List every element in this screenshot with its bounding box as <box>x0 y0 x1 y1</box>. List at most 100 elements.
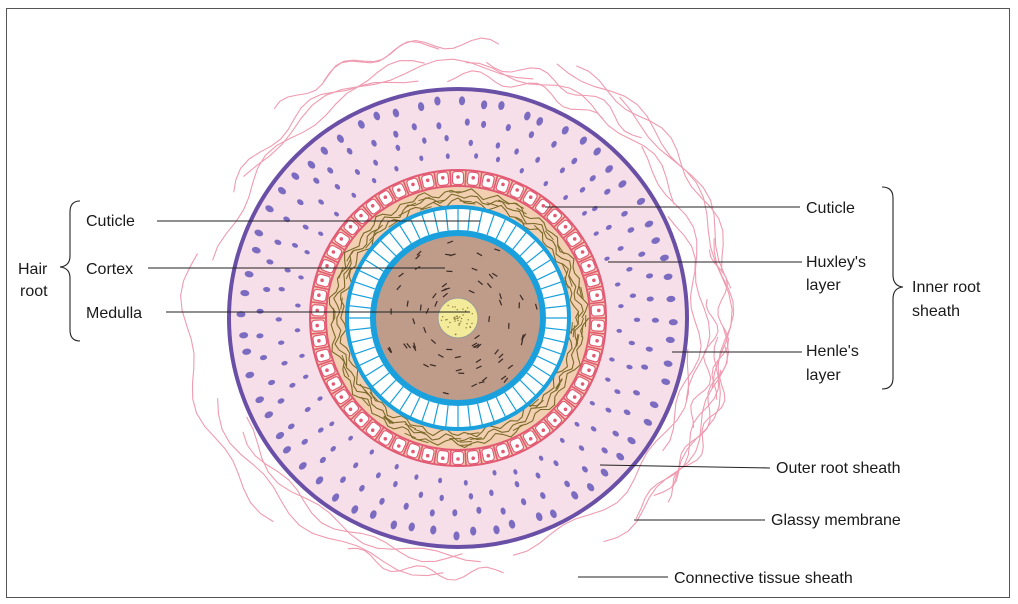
cuticle-cell-wall <box>526 248 545 264</box>
nucleus <box>295 303 301 308</box>
henle-cell-nucleus <box>370 204 375 208</box>
henle-cell-nucleus <box>397 444 401 448</box>
nucleus <box>379 497 385 505</box>
henle-cell-wall <box>310 331 327 335</box>
cuticle-cell-wall <box>519 379 537 397</box>
henle-cell-nucleus <box>592 353 596 358</box>
huxley-fiber <box>404 423 417 430</box>
henle-cell-nucleus <box>348 407 353 412</box>
nucleus <box>354 169 360 175</box>
nucleus <box>649 401 659 409</box>
nucleus <box>268 379 276 386</box>
huxley-fiber <box>516 207 527 215</box>
nucleus <box>340 476 346 483</box>
glassy-membrane <box>227 87 689 549</box>
connective-fiber <box>576 65 724 272</box>
outer-root-sheath-nuclei <box>236 96 678 541</box>
henle-cell-nucleus <box>563 407 568 412</box>
nucleus <box>638 251 646 257</box>
connective-fiber <box>512 348 689 556</box>
connective-fiber <box>243 58 534 178</box>
henle-cell-wall <box>519 186 529 202</box>
medulla-dot <box>466 323 468 325</box>
huxley-fiber <box>359 383 368 394</box>
nucleus <box>579 136 588 145</box>
cortex-dash <box>442 391 449 395</box>
inner-root-sheath-brace <box>881 186 904 390</box>
nucleus <box>621 210 628 217</box>
leader-lines <box>148 206 802 578</box>
cortex-dash <box>445 253 452 256</box>
cortex-dash <box>412 345 417 352</box>
nucleus <box>563 195 568 200</box>
medulla-dot <box>449 321 451 324</box>
henle-cell-wall <box>531 195 542 210</box>
henle-cell-wall <box>577 255 593 264</box>
cuticle-cell-wall <box>354 346 376 355</box>
cuticle-cell-wall <box>537 355 558 367</box>
huxley-fiber <box>338 266 344 279</box>
nucleus <box>315 476 324 485</box>
connective-fiber <box>672 238 735 487</box>
nucleus <box>263 286 271 293</box>
henle-cell-nucleus <box>501 182 505 187</box>
henle-cell-wall <box>323 255 339 264</box>
medulla-dot <box>455 315 457 317</box>
cuticle-cell-wall <box>421 214 430 236</box>
nucleus <box>436 122 442 130</box>
nucleus <box>551 140 557 148</box>
henle-cell-nucleus <box>595 339 599 343</box>
henle-cell-nucleus <box>359 418 363 423</box>
cortex-dash <box>419 304 422 311</box>
connective-fiber <box>323 37 500 82</box>
huxley-fiber <box>346 250 354 262</box>
nucleus <box>641 364 649 370</box>
henle-cell-wall <box>506 180 514 196</box>
henle-cell-nucleus <box>331 250 336 254</box>
henle-cell-wall <box>433 448 438 465</box>
nucleus <box>373 111 381 121</box>
nucleus <box>605 224 612 230</box>
nucleus <box>418 491 424 498</box>
nucleus <box>666 295 676 303</box>
nucleus <box>275 317 282 322</box>
nucleus <box>571 491 579 500</box>
nucleus <box>528 131 535 139</box>
cuticle-cell-wall <box>379 239 397 257</box>
nucleus <box>492 470 497 476</box>
nucleus <box>327 167 334 174</box>
cuticle-cell-wall <box>388 231 404 250</box>
nucleus <box>419 155 424 162</box>
label-huxley-line2: layer <box>806 277 841 294</box>
cortex-dash <box>477 280 483 286</box>
nucleus <box>536 117 544 126</box>
nucleus <box>464 118 470 126</box>
nucleus <box>445 153 450 159</box>
nucleus <box>651 237 661 244</box>
huxley-fiber <box>463 202 476 205</box>
nucleus <box>422 137 427 144</box>
nucleus <box>277 398 285 404</box>
medulla-dot <box>462 314 464 316</box>
label-inner-root-sheath-line1: Inner root <box>912 279 981 296</box>
cuticle-cell-wall <box>540 281 562 290</box>
nucleus <box>498 101 505 111</box>
huxley-fiber <box>469 437 482 440</box>
henle-cell-wall <box>433 171 438 188</box>
label-connective-tissue-sheath: Connective tissue sheath <box>674 570 853 587</box>
henle-cell-wall <box>361 204 374 218</box>
nucleus <box>277 187 287 195</box>
henle-cell-nucleus <box>383 437 388 441</box>
huxley-fiber <box>404 432 416 439</box>
connective-fiber <box>465 62 675 205</box>
henle-cell-wall <box>553 408 566 421</box>
nucleus <box>561 126 569 135</box>
medulla-dot <box>453 318 455 320</box>
henle-cell-wall <box>464 170 467 187</box>
connective-fiber <box>180 253 274 523</box>
cortex-dash <box>429 364 436 367</box>
huxley-fiber <box>404 202 417 209</box>
nucleus <box>626 364 633 370</box>
cortex-dash <box>388 346 393 353</box>
henle-cell-nucleus <box>441 176 445 180</box>
